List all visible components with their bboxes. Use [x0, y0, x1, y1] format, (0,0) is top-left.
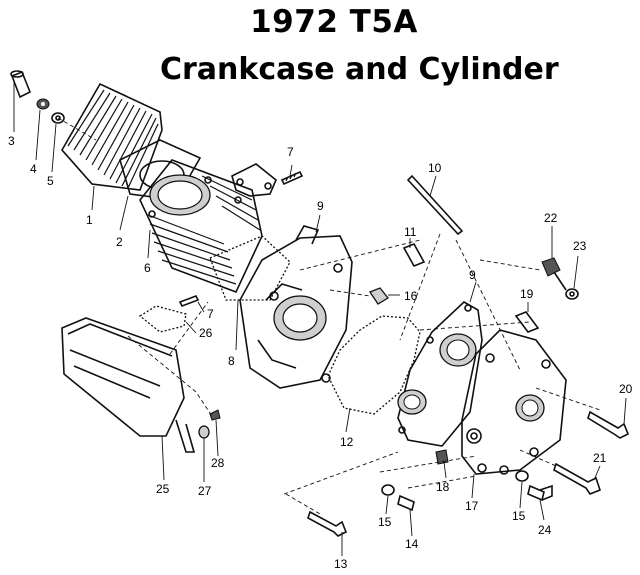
bolt-part-22	[541, 257, 567, 291]
long-stud-part-10	[406, 174, 464, 236]
callout-9-left: 9	[317, 199, 324, 213]
washer-part-5	[51, 112, 65, 124]
clip-part-28	[209, 409, 221, 421]
nut-part-3	[10, 70, 32, 99]
washer-part-4	[36, 98, 50, 110]
plug-part-18	[435, 449, 449, 465]
bolt-part-21	[553, 462, 601, 495]
bolt-part-20	[587, 410, 630, 439]
callout-1: 1	[86, 213, 93, 227]
callout-7-lower: 7	[207, 307, 214, 321]
callout-20: 20	[619, 382, 633, 396]
crankcase-left-part-9	[239, 225, 353, 389]
base-gasket-part-8	[209, 235, 291, 301]
callout-28: 28	[211, 456, 225, 470]
gasket-ring-part-26	[138, 305, 187, 333]
callout-27: 27	[198, 484, 212, 498]
diagram-subtitle: Crankcase and Cylinder	[160, 52, 559, 87]
cylinder-head-part-1	[61, 82, 163, 191]
callout-9-right: 9	[469, 268, 476, 282]
callout-25: 25	[156, 482, 170, 496]
side-cover-part-17	[461, 329, 567, 475]
dowel-part-11	[402, 242, 426, 268]
callout-15-left: 15	[378, 515, 392, 529]
stud-part-7-lower	[178, 294, 200, 308]
callout-11: 11	[404, 225, 417, 239]
callout-13: 13	[334, 557, 348, 571]
callout-7-upper: 7	[287, 145, 294, 159]
stud-part-7-upper	[280, 170, 304, 186]
callout-8: 8	[228, 354, 235, 368]
callout-17: 17	[465, 499, 479, 513]
callout-5: 5	[47, 174, 54, 188]
screw-part-14	[397, 494, 415, 512]
crankcase-right-part-9	[397, 301, 483, 447]
bolt-part-13	[307, 510, 348, 537]
grommet-part-27	[198, 425, 210, 439]
callout-19: 19	[520, 287, 534, 301]
callout-2: 2	[116, 235, 123, 249]
callout-22: 22	[544, 211, 558, 225]
washer-part-23	[565, 288, 579, 300]
callout-16: 16	[404, 289, 418, 303]
washers-part-15	[381, 470, 529, 496]
cylinder-barrel-part-6	[139, 159, 263, 294]
plug-part-16	[369, 287, 389, 305]
dowel-part-19	[514, 311, 540, 333]
callout-12: 12	[340, 435, 354, 449]
shroud-part-25	[61, 317, 196, 453]
callout-21: 21	[593, 451, 607, 465]
callout-15-right: 15	[512, 509, 526, 523]
callout-26: 26	[199, 326, 213, 340]
callout-6: 6	[144, 261, 151, 275]
callout-10: 10	[428, 161, 442, 175]
exhaust-flange	[231, 163, 277, 197]
callout-4: 4	[30, 162, 37, 176]
callout-23: 23	[573, 239, 587, 253]
callout-14: 14	[405, 537, 419, 551]
callout-24: 24	[538, 523, 552, 537]
callout-3: 3	[8, 134, 15, 148]
callout-18: 18	[436, 480, 450, 494]
screw-part-24	[527, 484, 553, 502]
diagram-title: 1972 T5A	[250, 4, 418, 40]
